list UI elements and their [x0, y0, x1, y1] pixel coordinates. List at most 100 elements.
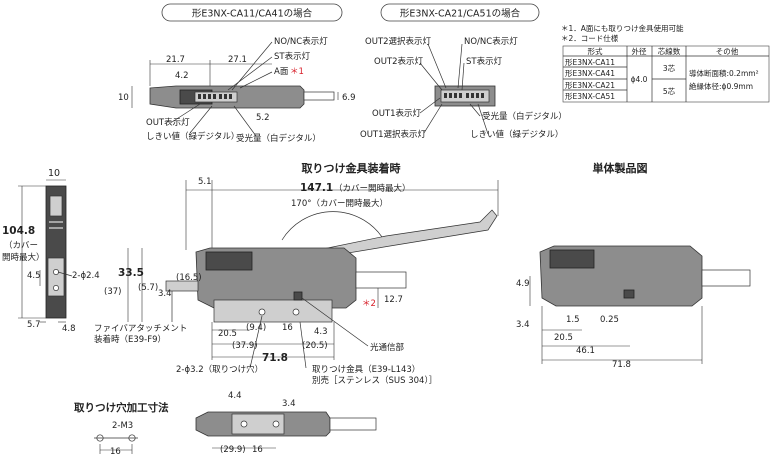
main-view: 取りつけ金具装着時 5.1 147.1 （カバー開時最大） 170°（カバー開時…	[94, 161, 499, 386]
dim-37: (37)	[104, 287, 121, 297]
hole-view-title: 取りつけ穴加工寸法	[74, 401, 169, 414]
label-no-nc-2: NO/NC表示灯	[464, 36, 518, 47]
cord	[303, 91, 335, 101]
side-bracket	[47, 257, 65, 297]
model-ca41: 形E3NX-CA41	[565, 69, 615, 78]
unit-cord	[701, 269, 751, 287]
cell-cores-3: 3芯	[663, 63, 676, 73]
dim-2-m3: 2-M3	[112, 421, 133, 431]
top-mid-view: 形E3NX-CA21/CA51の場合 OUT2選択表示灯 NO/NC表示灯 OU…	[360, 3, 567, 140]
dim-27-1: 27.1	[228, 55, 247, 65]
spec-table: 形式 外径 芯線数 その他 形E3NX-CA11 形E3NX-CA41 形E3N…	[562, 45, 770, 103]
label-a-face: A面	[274, 67, 289, 77]
dim-16-hole: 16	[110, 447, 121, 456]
notes-block: ＊1．A面にも取りつけ金具使用可能 ＊2．コード仕様	[561, 23, 684, 43]
dim-16-5: (16.5)	[176, 273, 202, 283]
top-mid-heading: 形E3NX-CA21/CA51の場合	[400, 8, 521, 20]
th-cores: 芯線数	[658, 46, 681, 56]
top-left-view: 形E3NX-CA11/CA41の場合 21.7 27.1 4.2 10 6.9 …	[118, 3, 356, 144]
dim-10: 10	[118, 93, 129, 103]
label-out2-sel: OUT2選択表示灯	[365, 36, 432, 47]
dim-104-8: 104.8	[2, 225, 35, 237]
mark-2: ＊2	[362, 299, 376, 309]
dim-angle: 170°（カバー開時最大）	[291, 198, 388, 209]
label-threshold: しきい値（緑デジタル）	[146, 131, 239, 142]
dim-4-2: 4.2	[175, 71, 189, 81]
label-holes: 2-ϕ3.2（取りつけ穴）	[176, 364, 263, 375]
dim-21-7: 21.7	[166, 55, 185, 65]
dim-9-4: (9.4)	[246, 323, 266, 333]
model-ca51: 形E3NX-CA51	[565, 92, 615, 101]
side-cover-note-1: （カバー	[4, 240, 38, 251]
model-ca21: 形E3NX-CA21	[565, 81, 615, 90]
label-out2: OUT2表示灯	[374, 56, 424, 67]
side-cover	[49, 195, 63, 217]
hole-view: 取りつけ穴加工寸法 2-M3 16	[74, 401, 169, 457]
bottom-cord	[329, 417, 377, 431]
cell-diameter: ϕ4.0	[631, 75, 648, 84]
main-cover-part	[205, 251, 253, 271]
dim-4-4: 4.4	[228, 391, 242, 401]
th-other: その他	[716, 46, 739, 56]
unit-view: 単体製品図 4.9 3.4 1.5 0.25 20.5 46.1 71.8	[516, 161, 751, 370]
dim-4-9: 4.9	[516, 279, 530, 289]
dim-147-1: 147.1	[300, 182, 333, 194]
main-view-title: 取りつけ金具装着時	[301, 161, 400, 175]
label-st: ST表示灯	[274, 51, 311, 62]
dim-3-4-unit: 3.4	[516, 320, 530, 330]
dim-5-7-main: (5.7)	[138, 283, 158, 293]
dim-4-5: 4.5	[27, 271, 41, 281]
dim-cover-max: （カバー開時最大）	[334, 183, 411, 194]
dim-4-8: 4.8	[62, 324, 76, 334]
dim-1-5: 1.5	[566, 315, 580, 325]
th-model: 形式	[588, 46, 603, 56]
dim-20-5: 20.5	[218, 329, 237, 339]
main-cord	[355, 271, 407, 289]
dim-4-3: 4.3	[314, 327, 328, 337]
dim-46-1: 46.1	[576, 346, 595, 356]
dim-71-8: 71.8	[262, 352, 288, 364]
dim-5-7-side: 5.7	[27, 320, 41, 330]
label-threshold-2: しきい値（緑デジタル）	[470, 129, 563, 140]
label-no-nc: NO/NC表示灯	[274, 36, 328, 47]
display-digits-2	[444, 93, 484, 98]
label-received-2: 受光量（白デジタル）	[482, 111, 567, 122]
dim-3-4-main: 3.4	[158, 289, 172, 299]
cell-other-1: 導体断面積:0.2mm²	[689, 68, 759, 78]
label-out1-sel: OUT1選択表示灯	[360, 129, 427, 140]
heading-frame-2	[380, 3, 540, 22]
angle-arc	[281, 211, 385, 241]
side-view: 10 104.8 （カバー 開時最大） 4.5 2-ϕ2.4 5.7 4.8	[2, 168, 100, 334]
label-received: 受光量（白デジタル）	[236, 133, 321, 144]
cell-other-2: 絶縁体径:ϕ0.9mm	[689, 81, 753, 91]
dim-71-8-unit: 71.8	[612, 360, 631, 370]
unit-cover-part	[549, 249, 595, 269]
dim-20-5-unit: 20.5	[554, 333, 573, 343]
top-left-heading: 形E3NX-CA11/CA41の場合	[192, 8, 313, 20]
dim-6-9: 6.9	[342, 93, 356, 103]
th-diameter: 外径	[632, 46, 647, 56]
label-emitter: 光通信部	[370, 342, 405, 353]
dim-5-1: 5.1	[198, 177, 212, 187]
dim-5-2: 5.2	[256, 113, 270, 123]
label-st-2: ST表示灯	[466, 56, 503, 67]
label-bracket-2: 別売［ステンレス（SUS 304）］	[312, 375, 437, 386]
bottom-bracket	[231, 413, 285, 435]
display-digits	[198, 94, 232, 99]
fiber-attachment	[165, 280, 199, 292]
dim-37-9: (37.9)	[232, 341, 258, 351]
dim-hole-2-4: 2-ϕ2.4	[72, 271, 100, 281]
label-a-face-mark: ＊1	[290, 67, 304, 77]
label-out: OUT表示灯	[146, 117, 190, 128]
bottom-view: 4.4 3.4 (29.9) 16	[195, 391, 377, 455]
dim-16-bottom: 16	[252, 445, 263, 455]
side-cover-note-2: 開時最大）	[2, 252, 45, 263]
cell-cores-5: 5芯	[663, 86, 676, 96]
main-bracket	[213, 299, 333, 323]
dim-16-main: 16	[282, 323, 293, 333]
unit-port	[623, 289, 635, 299]
dim-3-4-bottom: 3.4	[282, 399, 296, 409]
unit-view-title: 単体製品図	[593, 161, 648, 175]
heading-frame	[161, 3, 343, 22]
